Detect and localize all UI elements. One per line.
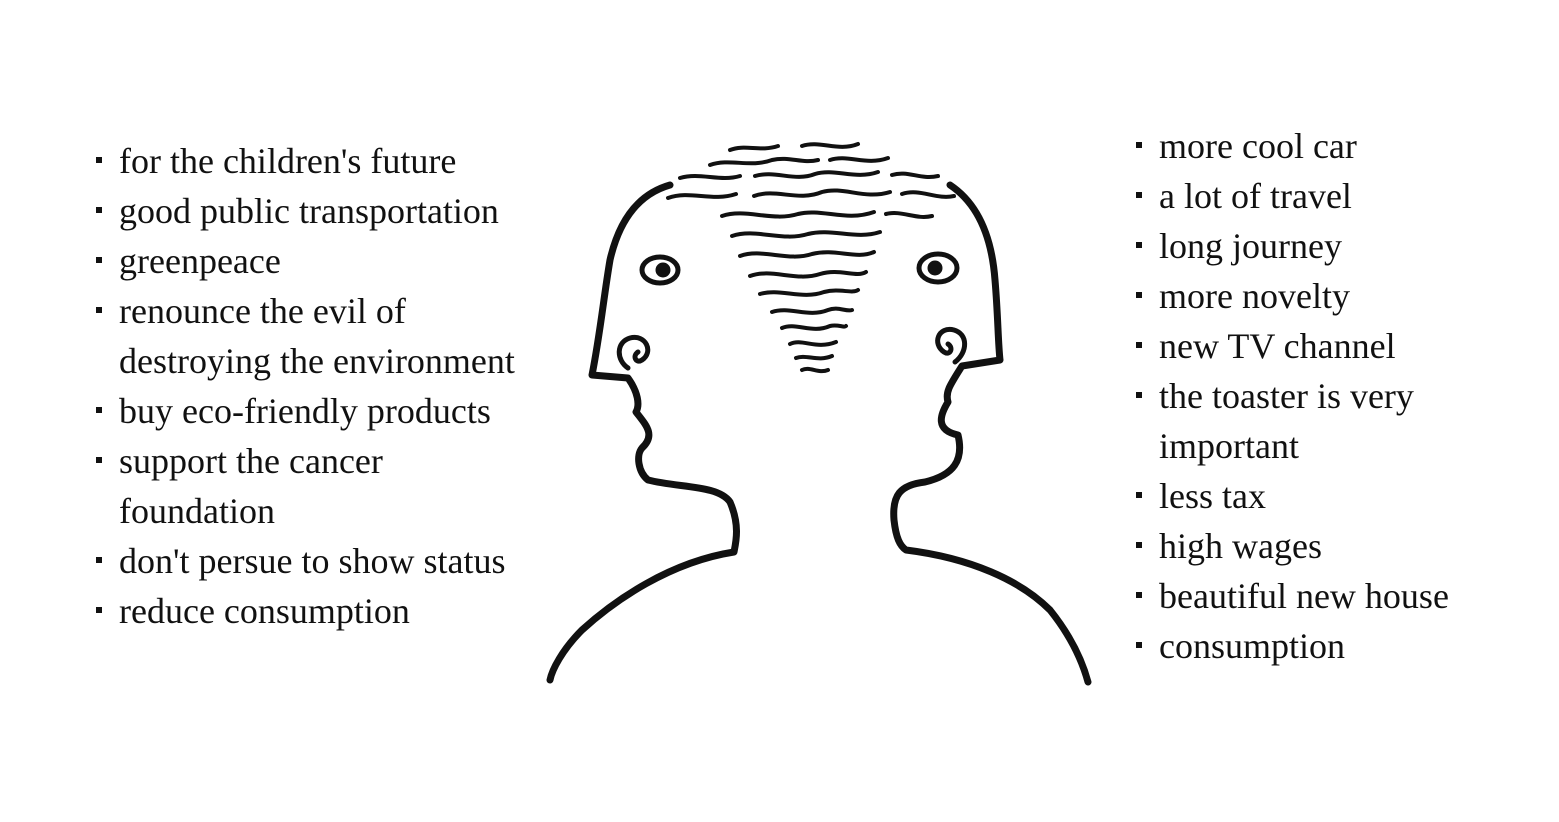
list-item-text: reduce consumption — [119, 591, 410, 631]
list-item-text: buy eco-friendly products — [119, 391, 491, 431]
list-item-text: less tax — [1159, 476, 1266, 516]
list-item: the toaster is very important — [1136, 371, 1536, 471]
bullet-icon — [1136, 192, 1142, 198]
left-ear-icon — [616, 334, 651, 371]
bullet-icon — [96, 257, 102, 263]
bullet-icon — [1136, 642, 1142, 648]
list-item: more cool car — [1136, 121, 1536, 171]
bullet-icon — [1136, 392, 1142, 398]
bullet-icon — [1136, 592, 1142, 598]
bullet-icon — [1136, 292, 1142, 298]
right-eye-icon — [916, 251, 960, 285]
right-profile-outline — [890, 181, 1092, 686]
list-item-text: for the children's future — [119, 141, 457, 181]
list-item: greenpeace — [96, 236, 566, 286]
left-profile-outline — [546, 181, 740, 684]
list-item: beautiful new house — [1136, 571, 1536, 621]
list-item-text: support the cancer foundation — [119, 441, 383, 531]
list-item-text: more novelty — [1159, 276, 1350, 316]
list-item: buy eco-friendly products — [96, 386, 566, 436]
list-item: consumption — [1136, 621, 1536, 671]
bullet-icon — [1136, 542, 1142, 548]
list-item-text: long journey — [1159, 226, 1342, 266]
list-item-text: the toaster is very important — [1159, 376, 1414, 466]
list-item-text: beautiful new house — [1159, 576, 1449, 616]
list-item: less tax — [1136, 471, 1536, 521]
bullet-icon — [1136, 342, 1142, 348]
list-item: more novelty — [1136, 271, 1536, 321]
bullet-icon — [1136, 492, 1142, 498]
bullet-icon — [1136, 142, 1142, 148]
list-item: high wages — [1136, 521, 1536, 571]
bullet-icon — [1136, 242, 1142, 248]
list-item-text: don't persue to show status — [119, 541, 506, 581]
list-item: long journey — [1136, 221, 1536, 271]
list-item: renounce the evil of destroying the envi… — [96, 286, 566, 386]
list-item-text: good public transportation — [119, 191, 499, 231]
right-value-list: more cool car a lot of travel long journ… — [1136, 121, 1536, 671]
bullet-icon — [96, 457, 102, 463]
right-ear-icon — [935, 326, 968, 365]
two-faced-head-figure — [540, 130, 1110, 700]
left-eye-icon — [639, 254, 681, 286]
list-item: new TV channel — [1136, 321, 1536, 371]
bullet-icon — [96, 607, 102, 613]
list-item-text: consumption — [1159, 626, 1345, 666]
bullet-icon — [96, 157, 102, 163]
list-item: a lot of travel — [1136, 171, 1536, 221]
list-item-text: renounce the evil of destroying the envi… — [119, 291, 515, 381]
list-item-text: new TV channel — [1159, 326, 1396, 366]
list-item: reduce consumption — [96, 586, 566, 636]
list-item-text: more cool car — [1159, 126, 1357, 166]
bullet-icon — [96, 557, 102, 563]
list-item: support the cancer foundation — [96, 436, 566, 536]
hair-icon — [666, 142, 956, 374]
left-value-list: for the children's future good public tr… — [96, 136, 566, 636]
bullet-icon — [96, 407, 102, 413]
two-faced-head-icon — [546, 142, 1092, 686]
list-item-text: high wages — [1159, 526, 1322, 566]
bullet-icon — [96, 307, 102, 313]
bullet-icon — [96, 207, 102, 213]
list-item: don't persue to show status — [96, 536, 566, 586]
list-item-text: greenpeace — [119, 241, 281, 281]
list-item: for the children's future — [96, 136, 566, 186]
list-item-text: a lot of travel — [1159, 176, 1352, 216]
list-item: good public transportation — [96, 186, 566, 236]
